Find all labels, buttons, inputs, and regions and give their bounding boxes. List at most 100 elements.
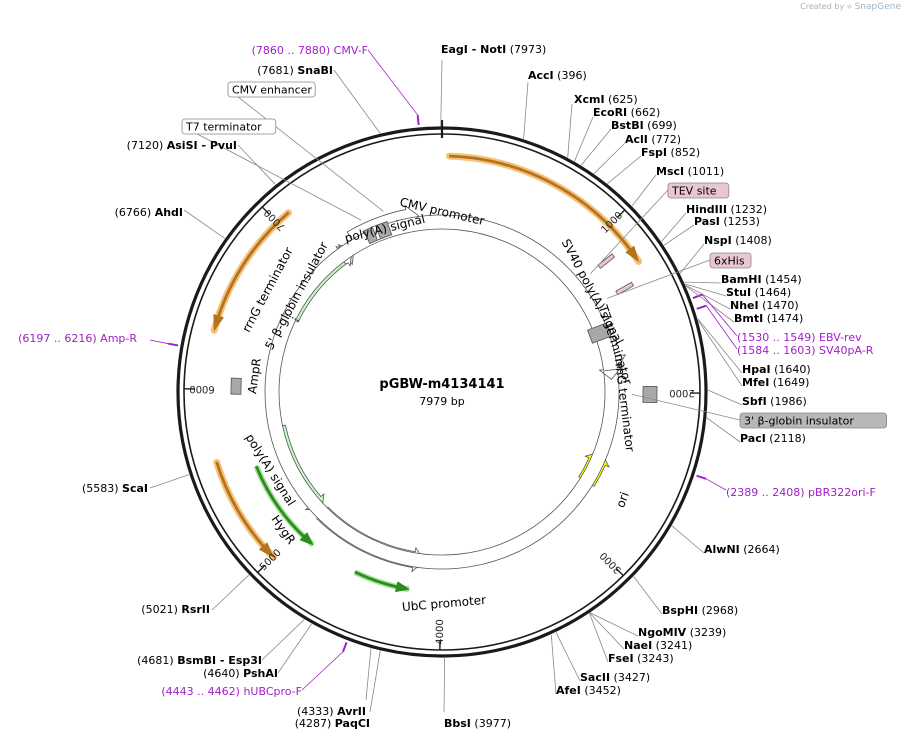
ubc-inner-arrow — [354, 570, 411, 593]
site-position: (3239) — [686, 626, 726, 639]
site-leader — [440, 59, 443, 127]
restriction-site-label: BamHI (1454) — [721, 273, 802, 286]
primer-mark — [692, 293, 703, 300]
site-leader — [671, 525, 705, 554]
site-name: AlwNI — [704, 543, 740, 556]
credit-text: Created by ⟡ SnapGene — [800, 2, 901, 12]
site-name: EagI — [441, 43, 468, 56]
site-leader — [590, 612, 639, 637]
sv40-box — [587, 322, 612, 344]
ampr-dot-marker — [284, 313, 299, 322]
restriction-site-label: XcmI (625) — [574, 93, 638, 106]
primer-leader — [705, 478, 727, 491]
site-position: (3241) — [652, 639, 692, 652]
site-position: (4640) — [203, 667, 243, 680]
site-leader — [633, 576, 663, 615]
site-position: (1640) — [771, 363, 811, 376]
boxed-label-leader — [227, 88, 384, 212]
site-name: PacI — [740, 432, 766, 445]
site-position: (772) — [648, 133, 681, 146]
site-position: (1408) — [732, 234, 772, 247]
site-position: (625) — [605, 93, 638, 106]
site-name: AsiSI — [167, 139, 198, 152]
primer-label: (4443 .. 4462) hUBCpro-F — [161, 685, 302, 698]
site-leader — [663, 224, 695, 246]
site-name: NaeI — [624, 639, 652, 652]
restriction-site-label: (4287) PaqCI — [295, 717, 370, 730]
site-leader — [589, 613, 609, 663]
primer-leader — [367, 49, 419, 116]
restriction-site-label: BspHI (2968) — [662, 604, 738, 617]
boxed-label-leader — [181, 125, 362, 221]
site-name: BmtI — [734, 312, 763, 325]
restriction-site-label: PacI (2118) — [740, 432, 806, 445]
site-position: (4333) — [297, 705, 337, 718]
site-position: (396) — [554, 69, 587, 82]
restriction-site-label: NspI (1408) — [704, 234, 772, 247]
site-leader — [697, 318, 743, 374]
site-position: (2118) — [766, 432, 806, 445]
site-name: NheI — [730, 299, 759, 312]
tick-label: 3000 — [598, 549, 624, 575]
feature-label: 5' β-globin insulator — [262, 240, 331, 352]
site-leader — [211, 574, 250, 611]
site-leader — [183, 209, 226, 239]
restriction-site-label: (4681) BsmBI - Esp3I — [137, 654, 262, 667]
site-leader — [631, 174, 657, 207]
plasmid-name: pGBW-m4134141 — [379, 377, 504, 392]
site-name: StuI — [726, 286, 751, 299]
site-leader — [685, 284, 731, 310]
site-leader — [365, 648, 372, 701]
boxed-label-leader — [590, 189, 669, 274]
primer-mark — [696, 474, 707, 480]
tick-mark — [615, 567, 624, 577]
site-name: BamHI — [721, 273, 762, 286]
restriction-site-label: HpaI (1640) — [742, 363, 811, 376]
site-position: (2968) — [698, 604, 738, 617]
restriction-site-label: (7120) AsiSI - PvuI — [127, 139, 237, 152]
site-position: (3243) — [634, 652, 674, 665]
restriction-site-label: (6766) AhdI — [115, 206, 183, 219]
site-position: (4287) — [295, 717, 335, 730]
polya-box-3 — [375, 221, 393, 240]
primer-label: (7860 .. 7880) CMV-F — [252, 44, 368, 57]
orf-right-top-glow — [445, 152, 643, 265]
primer-label: (6197 .. 6216) Amp-R — [18, 332, 137, 345]
restriction-site-label: BstBI (699) — [611, 119, 677, 132]
boxed-label-text: CMV enhancer — [232, 84, 312, 97]
site-position: (1011) — [684, 165, 724, 178]
restriction-site-label: BmtI (1474) — [734, 312, 803, 325]
site-position: (3427) — [610, 671, 650, 684]
site-name: FseI — [608, 652, 634, 665]
site-name: BspHI — [662, 604, 698, 617]
boxed-label-frame — [227, 81, 316, 98]
site-name: AccI — [528, 69, 554, 82]
site-leader — [149, 474, 190, 489]
site-position: (7973) — [506, 43, 546, 56]
boxed-label-frame — [181, 118, 277, 135]
restriction-site-label: SbfI (1986) — [742, 395, 807, 408]
site-name: PasI — [694, 215, 720, 228]
site-leader — [369, 650, 381, 713]
site-position: (1464) — [751, 286, 791, 299]
site-position: (1649) — [769, 376, 809, 389]
primer-leader — [301, 651, 344, 691]
restriction-site-label: AclI (772) — [625, 133, 681, 146]
site-leader — [580, 128, 612, 166]
restriction-site-label: NheI (1470) — [730, 299, 799, 312]
orf-right-top-arrow — [448, 154, 640, 263]
insulator-3-box — [642, 386, 658, 403]
primer-mark — [696, 304, 707, 310]
feature-label: ori — [613, 490, 631, 509]
site-name: BsmBI — [177, 654, 216, 667]
site-name-2: - PvuI — [198, 139, 237, 152]
restriction-site-label: AccI (396) — [528, 69, 587, 82]
site-name: AvrII — [337, 705, 366, 718]
site-position: (5583) — [82, 482, 122, 495]
plasmid-size: 7979 bp — [419, 395, 464, 408]
site-leader — [707, 389, 743, 406]
restriction-site-label: FspI (852) — [641, 146, 700, 159]
site-leader — [684, 281, 722, 284]
primer-leader — [702, 294, 738, 337]
site-name-2: - Esp3I — [216, 654, 262, 667]
